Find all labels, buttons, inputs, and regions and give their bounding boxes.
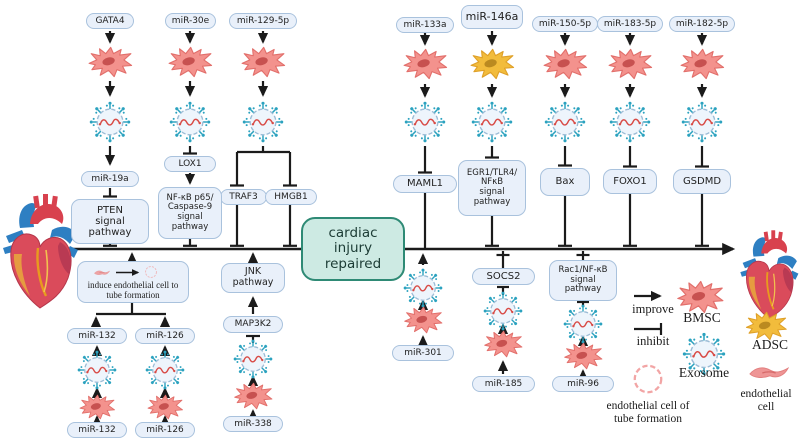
legend-bmsc-label: BMSC	[683, 310, 721, 326]
mir183-column-connectors	[623, 33, 637, 247]
bmsc-cell-icon	[608, 48, 653, 80]
bmsc-cell-icon	[168, 46, 213, 78]
node-mir-132-lower: miR-132	[67, 422, 127, 438]
tube-formation-branch-connectors	[90, 252, 171, 427]
bmsc-cell-icon	[403, 48, 448, 80]
tube-formation-mini-icon	[94, 266, 157, 278]
exosome-icon	[610, 102, 651, 143]
node-nfkb-caspase9-pathway: NF-κB p65/ Caspase-9 signal pathway	[158, 187, 222, 239]
node-gata4: GATA4	[86, 13, 134, 29]
mir182-column-connectors	[695, 33, 709, 247]
legend-improve-label: improve	[632, 302, 674, 316]
inhibit-bar-icon	[634, 323, 663, 335]
heart-icon	[1, 194, 80, 310]
bmsc-cell-icon	[543, 48, 588, 80]
legend-endothelial-cell-label: endothelial cell	[740, 388, 792, 413]
bmsc-cell-icon	[404, 306, 443, 334]
exosome-icon	[78, 351, 117, 390]
mir150-column-connectors	[558, 33, 590, 381]
bmsc-cell-icon	[564, 342, 603, 370]
node-mir-150-5p: miR-150-5p	[532, 16, 598, 32]
adsc-cell-icon	[745, 311, 787, 341]
node-pten-pathway: PTEN signal pathway	[71, 199, 149, 244]
induce-label: induce endothelial cell to tube formatio…	[87, 279, 179, 300]
exosome-icon	[484, 292, 523, 331]
legend-exosome-label: Exosome	[678, 365, 730, 381]
exosome-icon	[234, 340, 273, 379]
gata4-column-connectors	[103, 31, 117, 247]
node-mir-146a: miR-146a	[461, 5, 523, 29]
exosome-icon	[405, 102, 446, 143]
bmsc-cell-icon	[241, 46, 286, 78]
mir30e-column-connectors	[183, 31, 197, 247]
bmsc-cell-icon	[677, 280, 724, 314]
exosome-icon	[90, 102, 131, 143]
node-map3k2: MAP3K2	[223, 316, 283, 333]
node-socs2: SOCS2	[472, 268, 535, 285]
bmsc-cell-icon	[234, 382, 273, 410]
exosome-icon	[404, 269, 443, 308]
node-mir-338: miR-338	[223, 416, 283, 432]
node-rac1-nfkb-pathway: Rac1/NF-κB signal pathway	[549, 260, 617, 301]
node-lox1: LOX1	[164, 156, 216, 172]
node-bax: Bax	[540, 168, 590, 196]
exosome-icon	[472, 102, 513, 143]
node-foxo1: FOXO1	[603, 169, 657, 194]
exosome-icon	[243, 102, 284, 143]
node-mir-96: miR-96	[552, 376, 614, 392]
node-mir-133a: miR-133a	[396, 17, 454, 33]
exosome-icon	[682, 102, 723, 143]
bmsc-cell-icon	[484, 330, 523, 358]
node-jnk-pathway: JNK pathway	[221, 263, 285, 293]
bmsc-cell-icon	[147, 394, 184, 420]
tube-formation-icon	[633, 364, 663, 394]
node-mir-301: miR-301	[392, 345, 454, 361]
node-mir-129-5p: miR-129-5p	[229, 13, 297, 29]
legend-tube-formation-label: endothelial cell of tube formation	[606, 400, 690, 425]
node-mir-126-upper: miR-126	[135, 328, 195, 344]
bmsc-cell-icon	[680, 48, 725, 80]
node-maml1: MAML1	[393, 175, 457, 193]
bmsc-cell-icon	[79, 394, 116, 420]
heart-icon	[739, 229, 800, 320]
mir129-column-connectors	[230, 31, 297, 247]
node-mir-19a: miR-19a	[81, 171, 139, 187]
node-traf3: TRAF3	[220, 189, 267, 205]
exosome-icon	[170, 102, 211, 143]
node-mir-185: miR-185	[472, 376, 535, 392]
bmsc-cell-icon	[88, 46, 133, 78]
node-mir-30e: miR-30e	[165, 13, 216, 29]
node-egr1-tlr4-nfkb-pathway: EGR1/TLR4/ NFκB signal pathway	[458, 160, 526, 216]
node-induce-tube-formation: induce endothelial cell to tube formatio…	[77, 261, 189, 303]
legend-adsc-label: ADSC	[751, 337, 788, 353]
adsc-cell-icon	[470, 48, 515, 80]
exosome-icon	[146, 351, 185, 390]
node-cardiac-injury-repaired: cardiac injury repaired	[301, 217, 405, 281]
mir133a-column-connectors	[417, 33, 432, 347]
node-hmgb1: HMGB1	[265, 189, 317, 205]
exosome-icon	[545, 102, 586, 143]
node-mir-183-5p: miR-183-5p	[597, 16, 663, 32]
legend-inhibit-label: inhibit	[636, 334, 670, 348]
node-mir-126-lower: miR-126	[135, 422, 195, 438]
endothelial-cell-icon	[749, 367, 789, 379]
node-mir-182-5p: miR-182-5p	[669, 16, 735, 32]
exosome-icon	[564, 305, 603, 344]
node-mir-132-upper: miR-132	[67, 328, 127, 344]
node-gsdmd: GSDMD	[673, 169, 731, 194]
